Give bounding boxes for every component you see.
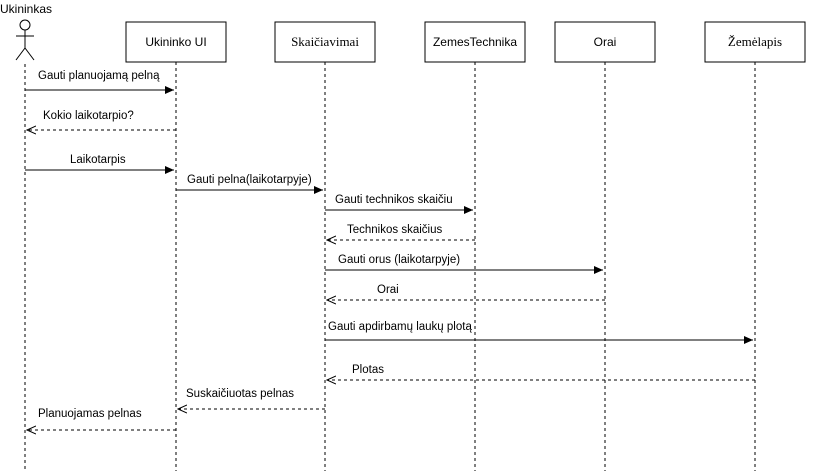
message-11: Suskaičiuotas pelnas — [178, 388, 325, 409]
message-10: Plotas — [327, 364, 755, 380]
message-label: Planuojamas pelnas — [38, 408, 142, 420]
message-label: Orai — [377, 284, 399, 296]
message-5: Gauti technikos skaičiu — [325, 194, 473, 214]
message-9: Gauti apdirbamų laukų plotą — [325, 321, 753, 344]
participant-orai: Orai — [554, 21, 656, 471]
message-label: Kokio laikotarpio? — [43, 110, 134, 122]
participant-label: Skaičiavimai — [291, 34, 359, 49]
message-label: Gauti planuojamą pelną — [38, 70, 160, 82]
actor-ukininkas: Ukininkas — [0, 2, 52, 471]
participant-skaiciavimai: Skaičiavimai — [274, 21, 376, 471]
participant-label: Žemėlapis — [728, 34, 782, 49]
message-label: Gauti apdirbamų laukų plotą — [328, 321, 472, 333]
actor-label: Ukininkas — [0, 2, 52, 16]
message-label: Gauti technikos skaičiu — [335, 194, 453, 206]
participant-label: ZemesTechnika — [433, 35, 517, 49]
message-12: Planuojamas pelnas — [27, 408, 176, 430]
participant-zemelapis: Žemėlapis — [704, 21, 806, 471]
participant-label: Ukininko UI — [145, 35, 206, 49]
message-label: Gauti pelna(laikotarpyje) — [187, 174, 312, 186]
message-label: Technikos skaičius — [347, 224, 442, 236]
message-label: Laikotarpis — [70, 154, 126, 166]
participant-ukininko-ui: Ukininko UI — [125, 21, 227, 471]
message-4: Gauti pelna(laikotarpyje) — [176, 174, 323, 194]
message-label: Suskaičiuotas pelnas — [186, 388, 294, 400]
participant-label: Orai — [594, 35, 617, 49]
message-7: Gauti orus (laikotarpyje) — [325, 254, 603, 274]
message-3: Laikotarpis — [25, 154, 174, 174]
stick-figure-icon — [15, 19, 35, 61]
message-label: Gauti orus (laikotarpyje) — [338, 254, 460, 266]
message-1: Gauti planuojamą pelną — [25, 70, 174, 94]
participant-zemes-technika: ZemesTechnika — [424, 21, 526, 471]
message-6: Technikos skaičius — [327, 224, 475, 240]
message-8: Orai — [327, 284, 605, 300]
message-2: Kokio laikotarpio? — [27, 110, 176, 130]
message-label: Plotas — [352, 364, 384, 376]
